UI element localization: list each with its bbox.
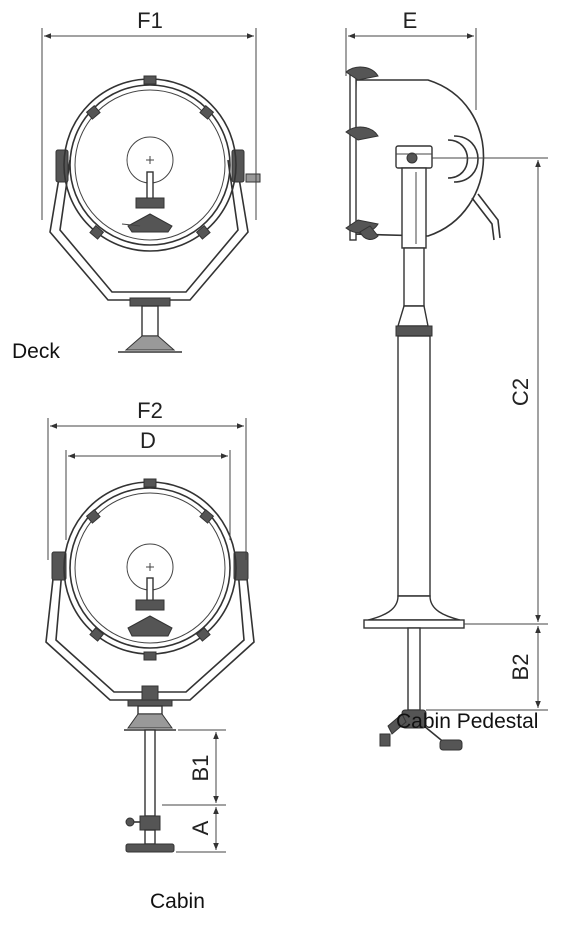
cabin-pedestal-side-view <box>345 66 501 751</box>
dimension-b1-a: B1 A <box>162 729 226 853</box>
dimension-label-f1: F1 <box>137 8 163 33</box>
dimension-label-b1: B1 <box>188 755 213 782</box>
caption-deck: Deck <box>12 340 60 363</box>
dimension-f2: F2 <box>47 398 247 560</box>
dimension-label-a: A <box>188 820 213 835</box>
dimension-label-c2: C2 <box>508 378 533 406</box>
dimension-d: D <box>65 428 231 540</box>
dimension-e: E <box>345 8 477 110</box>
dimension-c2-b2: C2 B2 <box>426 157 548 711</box>
caption-cabin: Cabin <box>150 890 205 913</box>
dimension-label-f2: F2 <box>137 398 163 423</box>
cabin-searchlight-front-view <box>45 478 255 853</box>
dimension-label-e: E <box>403 8 418 33</box>
dimension-label-d: D <box>140 428 156 453</box>
dimension-label-b2: B2 <box>508 654 533 681</box>
deck-searchlight-front-view <box>49 75 261 353</box>
caption-cabin-pedestal: Cabin Pedestal <box>396 710 539 733</box>
dimension-f1: F1 <box>41 8 257 220</box>
